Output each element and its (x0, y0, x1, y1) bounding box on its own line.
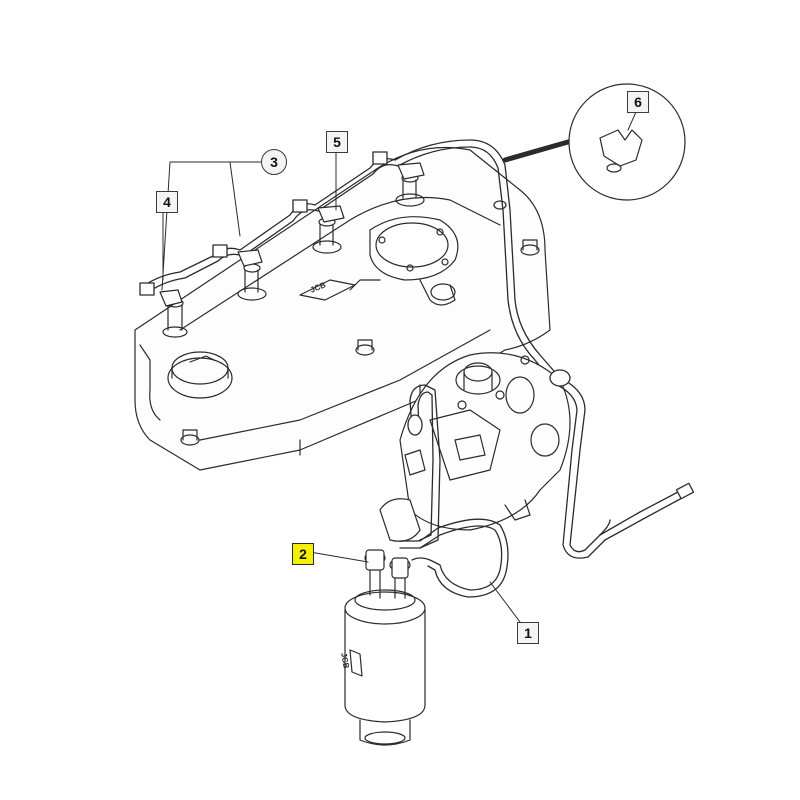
cover-bolt (520, 239, 540, 256)
detail-view-clip (502, 83, 686, 201)
callout-3[interactable]: 3 (261, 149, 287, 175)
filter-logo-plate (349, 649, 363, 677)
cover-bolt (493, 200, 507, 210)
callout-1[interactable]: 1 (517, 622, 539, 644)
leader-lines (161, 149, 521, 623)
callout-4[interactable]: 4 (156, 191, 178, 213)
cover-bolt (180, 429, 200, 446)
rocker-cover (134, 146, 551, 471)
fuel-injection-pump (379, 352, 571, 542)
oil-filler-cap (167, 351, 233, 399)
fuel-pipes (399, 369, 695, 598)
injector (395, 173, 425, 207)
fuel-filter (344, 549, 426, 746)
cover-bolt (355, 339, 375, 356)
callout-2[interactable]: 2 (292, 543, 314, 565)
cover-logo-plate (299, 279, 356, 301)
injector-clips (159, 162, 425, 307)
vacuum-pump (369, 216, 459, 306)
callout-6[interactable]: 6 (627, 91, 649, 113)
callout-5[interactable]: 5 (326, 131, 348, 153)
leak-off-pipe (139, 139, 561, 384)
